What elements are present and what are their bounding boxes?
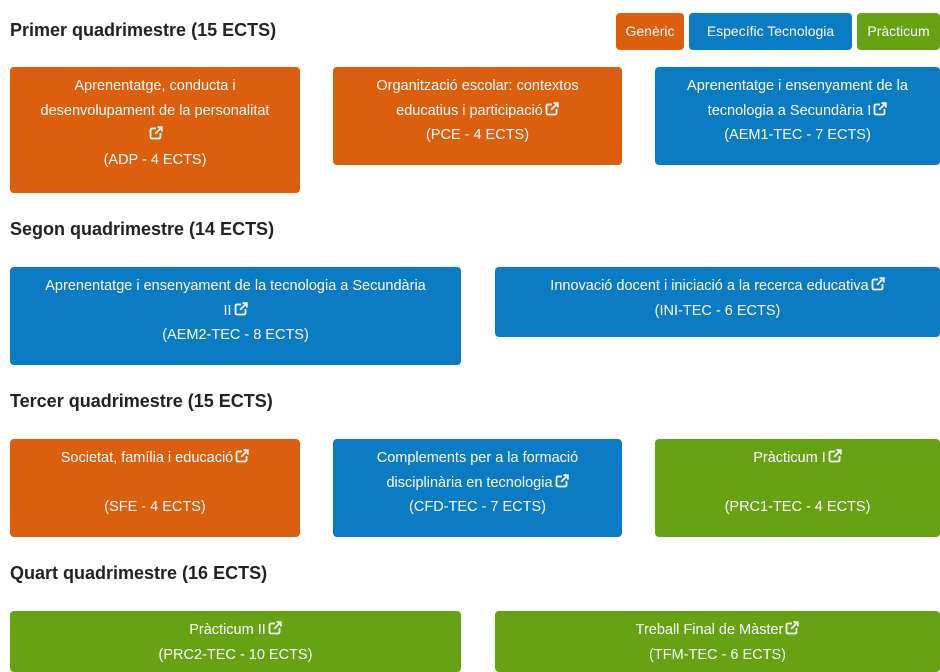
course-title-line1: Organització escolar: contextos [376, 78, 579, 94]
course-title-line1: Aprenentatge i ensenyament de la tecnolo… [45, 278, 426, 294]
external-link-icon[interactable] [545, 102, 559, 116]
course-title-line1: Treball Final de Màster [635, 622, 784, 638]
semester-1-title: Primer quadrimestre (15 ECTS) [10, 20, 277, 40]
external-link-icon[interactable] [828, 449, 842, 463]
course-card-aem2-tec[interactable]: Aprenentatge i ensenyament de la tecnolo… [10, 267, 461, 365]
course-card-adp[interactable]: Aprenentatge, conducta i desenvolupament… [10, 67, 300, 193]
external-link-icon[interactable] [555, 474, 569, 488]
course-title-line2: disciplinària en tecnologia [386, 474, 553, 491]
course-code: (PRC2-TEC - 10 ECTS) [158, 646, 313, 663]
external-link-icon[interactable] [234, 302, 248, 316]
course-card-sfe[interactable]: Societat, família i educació (SFE - 4 EC… [10, 439, 300, 537]
course-code: (CFD-TEC - 7 ECTS) [409, 499, 546, 515]
course-card-cfd-tec[interactable]: Complements per a la formació disciplinà… [333, 439, 622, 537]
course-card-prc1-tec[interactable]: Pràcticum I (PRC1-TEC - 4 ECTS) [655, 439, 940, 537]
external-link-icon[interactable] [871, 277, 885, 291]
course-title-line1: Aprenentatge, conducta i [74, 78, 236, 94]
semester-2-title: Segon quadrimestre (14 ECTS) [10, 219, 275, 239]
course-code: (ADP - 4 ECTS) [103, 151, 207, 168]
external-link-icon[interactable] [873, 102, 887, 116]
course-code: (AEM2-TEC - 8 ECTS) [162, 327, 309, 343]
course-title-line2: educatius i participació [396, 102, 543, 119]
course-title-line1: Aprenentatge i ensenyament de la [687, 78, 908, 94]
course-code: (SFE - 4 ECTS) [104, 499, 206, 515]
legend-practicum-badge: Pràcticum [857, 13, 940, 50]
course-code: (PRC1-TEC - 4 ECTS) [724, 499, 871, 515]
legend-generic-badge: Genèric [616, 13, 684, 50]
course-card-pce[interactable]: Organització escolar: contextos educatiu… [333, 67, 622, 165]
course-card-aem1-tec[interactable]: Aprenentatge i ensenyament de la tecnolo… [655, 67, 940, 165]
course-title-line2: II [223, 302, 232, 319]
course-title-line2: desenvolupament de la personalitat [40, 102, 270, 119]
external-link-icon[interactable] [785, 621, 799, 635]
course-code: (TFM-TEC - 6 ECTS) [649, 646, 786, 663]
course-title-line1: Pràcticum I [753, 450, 826, 466]
course-card-prc2-tec[interactable]: Pràcticum II (PRC2-TEC - 10 ECTS) [10, 611, 461, 672]
course-card-tfm-tec[interactable]: Treball Final de Màster (TFM-TEC - 6 ECT… [495, 611, 940, 672]
legend-especific-badge: Específic Tecnologia [689, 13, 852, 50]
course-title-line1: Innovació docent i iniciació a la recerc… [550, 278, 869, 294]
course-code: (PCE - 4 ECTS) [425, 127, 530, 143]
course-title-line1: Pràcticum II [189, 622, 266, 638]
course-card-ini-tec[interactable]: Innovació docent i iniciació a la recerc… [495, 267, 940, 337]
external-link-icon[interactable] [268, 621, 282, 635]
course-title-line2: tecnologia a Secundària I [707, 102, 872, 119]
external-link-icon[interactable] [235, 449, 249, 463]
course-code: (INI-TEC - 6 ECTS) [654, 302, 781, 319]
external-link-icon[interactable] [149, 126, 163, 140]
semester-3-title: Tercer quadrimestre (15 ECTS) [10, 391, 273, 411]
course-title-line1: Complements per a la formació [376, 450, 579, 466]
course-code: (AEM1-TEC - 7 ECTS) [724, 127, 871, 143]
course-title-line1: Societat, família i educació [60, 450, 234, 466]
semester-4-title: Quart quadrimestre (16 ECTS) [10, 563, 268, 583]
